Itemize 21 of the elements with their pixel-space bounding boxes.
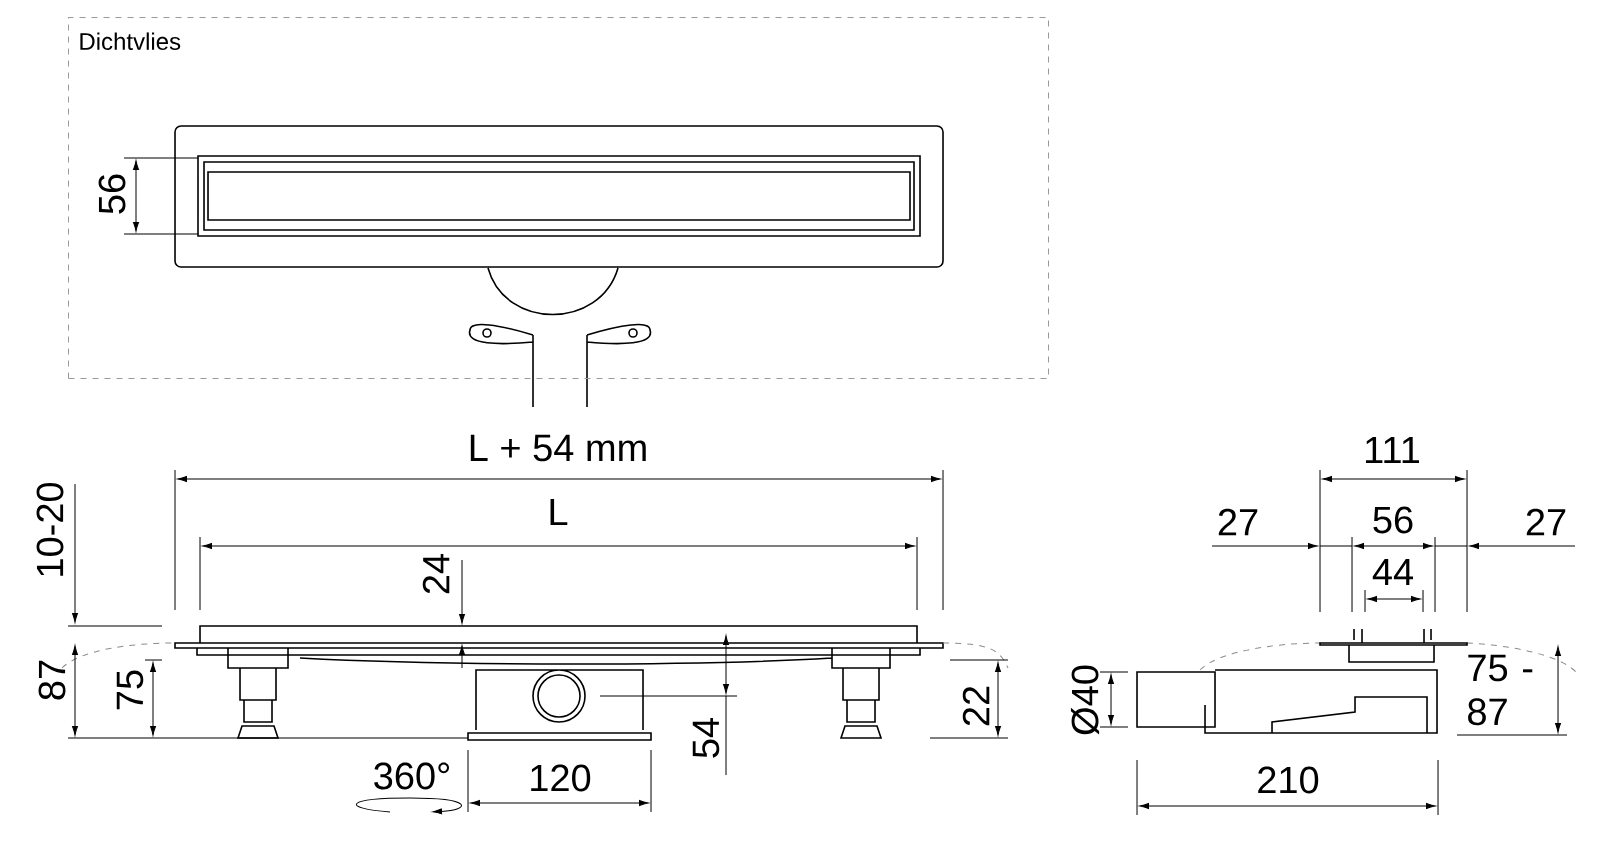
dimension-label: 10-20 [36, 482, 64, 576]
dimension-label: 120 [531, 764, 591, 792]
dashed-frame [68, 17, 1049, 379]
dimension-label: 56 [1373, 506, 1413, 534]
dimension-label: 75 - 87 [1468, 654, 1533, 726]
dimension-label: 87 [38, 660, 66, 700]
dimension-label: Ø40 [1070, 665, 1100, 735]
dimension-label: 75 [116, 670, 144, 710]
dimension-label: L + 54 mm [470, 434, 646, 462]
frame-title: Dichtvlies [80, 32, 181, 50]
dimension-label: 22 [962, 686, 990, 726]
dimension-label: 210 [1258, 766, 1319, 794]
dimension-label: 111 [1366, 436, 1419, 464]
dimension-label: 56 [98, 174, 126, 214]
dimension-label: 54 [692, 718, 720, 758]
dimension-label: 27 [1218, 508, 1258, 536]
dimension-label: 27 [1526, 508, 1566, 536]
dimension-label: 360° [374, 762, 449, 790]
dimension-label: 44 [1372, 558, 1413, 586]
dimension-label: L [550, 498, 568, 526]
dimension-label: 24 [422, 554, 450, 594]
